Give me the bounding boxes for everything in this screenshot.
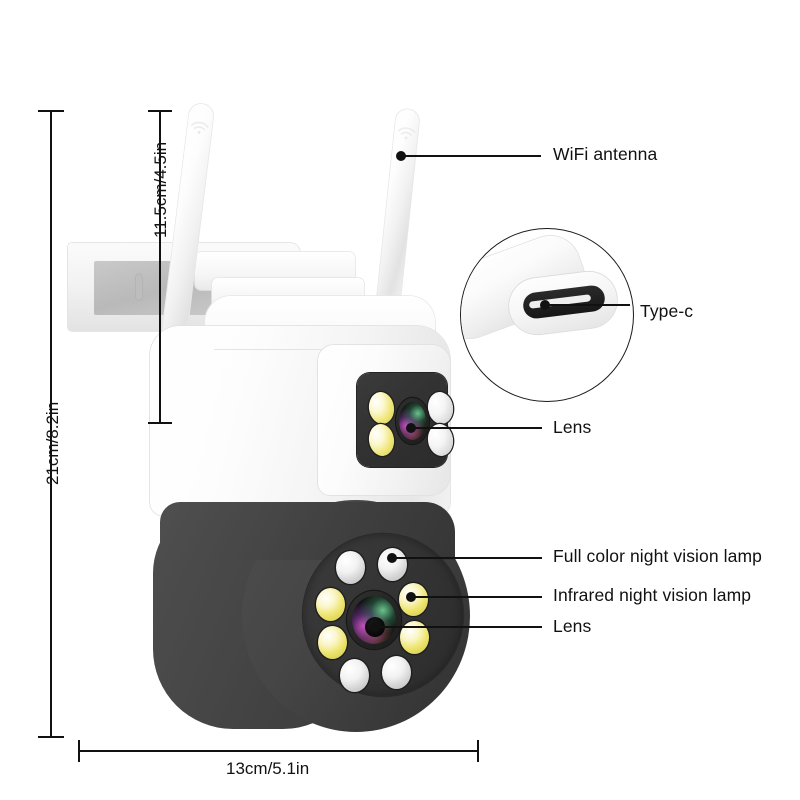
dome-led-bottom-right xyxy=(382,656,411,689)
leader-line-lens-top xyxy=(411,427,542,429)
dim-antenna-height-cap-bottom xyxy=(148,422,172,424)
dome-led-left-upper xyxy=(316,588,345,621)
callout-infrared-lamp: Infrared night vision lamp xyxy=(553,585,752,605)
dome-led-top-left xyxy=(336,551,365,584)
callout-full-color-lamp: Full color night vision lamp xyxy=(553,546,762,566)
dome-led-left-lower xyxy=(318,626,347,659)
leader-line-type-c xyxy=(545,304,630,306)
bracket-screw-slot xyxy=(136,274,142,300)
leader-line-lens-bottom xyxy=(375,626,542,628)
dim-width-cap-right xyxy=(477,740,479,762)
dim-overall-height-line xyxy=(50,110,52,737)
leader-line-wifi-antenna xyxy=(401,155,541,157)
body-seam-line xyxy=(214,349,424,350)
dim-width-label: 13cm/5.1in xyxy=(226,759,310,778)
antenna-left xyxy=(150,101,216,425)
leader-line-full-color-lamp xyxy=(392,557,542,559)
top-lens-glass xyxy=(399,402,426,440)
type-c-closeup-inset xyxy=(460,228,634,402)
wifi-signal-icon xyxy=(397,127,415,140)
callout-lens-top: Lens xyxy=(553,417,592,437)
dome-led-bottom-left xyxy=(340,659,369,692)
leader-line-infrared-lamp xyxy=(411,596,542,598)
dim-overall-height-cap-bottom xyxy=(38,736,64,738)
wifi-signal-icon xyxy=(191,121,209,134)
callout-wifi-antenna: WiFi antenna xyxy=(553,144,658,164)
callout-type-c: Type-c xyxy=(640,301,694,321)
dim-width-line xyxy=(78,750,478,752)
antenna-right xyxy=(373,107,422,321)
dim-antenna-height-label: 11.5cm/4.5in xyxy=(151,141,170,238)
callout-lens-bottom: Lens xyxy=(553,616,592,636)
dim-antenna-height-line xyxy=(159,110,161,423)
dim-overall-height-label: 21cm/8.2in xyxy=(43,401,62,485)
